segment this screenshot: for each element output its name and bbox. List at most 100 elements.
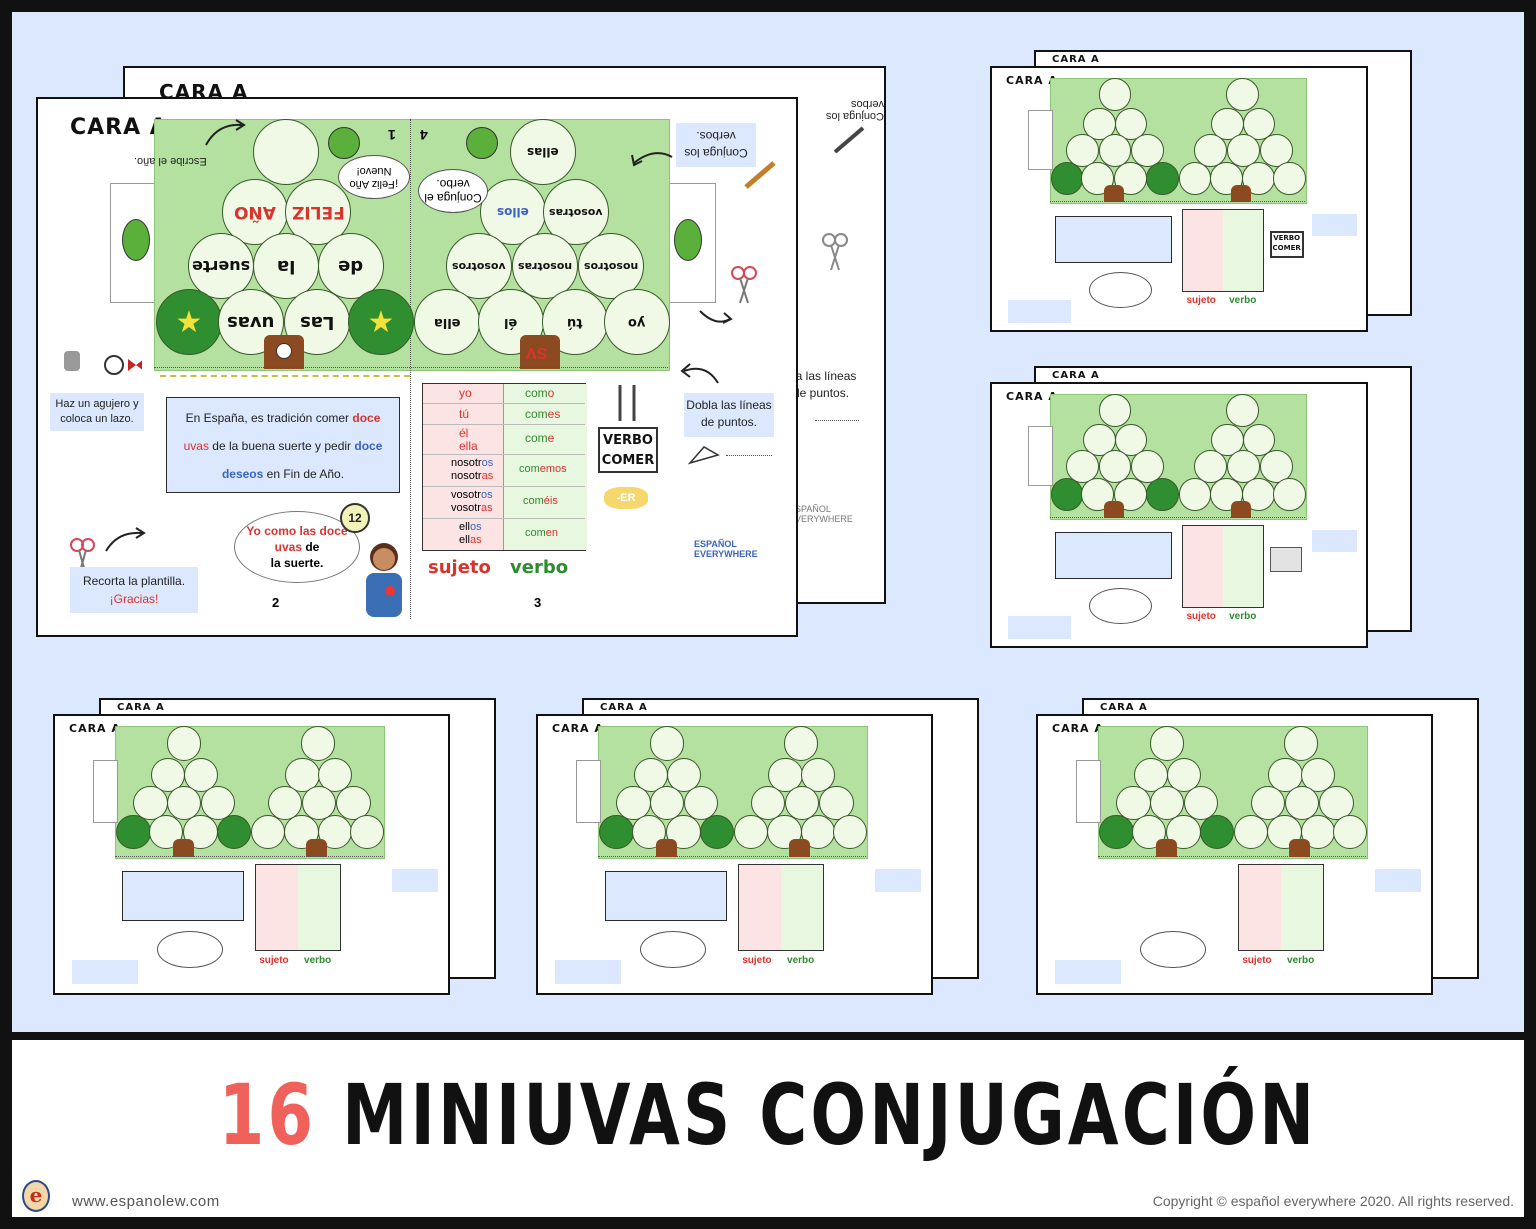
circle-ellas: ellas [510,119,576,185]
thumb-fold [1098,855,1367,857]
sv-label: SV [526,344,548,361]
page-number-4: 4 [420,127,428,143]
thumb-circle [1332,814,1368,850]
star-circle-right: ★ [348,289,414,355]
circle-yo: yo [604,289,670,355]
thumb-info-box [1055,215,1172,264]
title-number: 16 [218,1066,317,1164]
thumb-circle [1150,726,1185,761]
thumb-sujeto: sujeto [1186,611,1216,623]
thumb-note [71,959,139,984]
thumb-trunk [655,838,677,857]
row-line [423,424,585,425]
thumb-note [554,959,622,984]
thumb-circle [616,785,651,821]
thumb-trunk [789,838,810,857]
arrow-to-fold [699,310,733,324]
page-number-2: 2 [272,595,280,610]
sujeto-label: sujeto [428,557,491,578]
thumb-trunk [1231,185,1251,202]
bug-mascot-flap-right [674,219,702,261]
thumb-trunk [172,838,194,857]
back-dobla-text: la las líneas de puntos. [793,369,857,400]
thumb-back-cara: CARA A [1052,54,1100,65]
thumb-back-cara: CARA A [117,702,165,713]
thumb-trunk [306,838,327,857]
thumb-subj-col [256,864,298,951]
thumb-circle [301,785,337,821]
verb-column [503,384,587,550]
thumb-table [1182,524,1264,609]
thumb-back-cara: CARA A [1100,702,1148,713]
circle-nosotras: nosotras [512,233,578,299]
thumb-back-cara: CARA A [600,702,648,713]
thumb-circle [300,726,336,761]
thumb-circle [599,814,634,850]
website-url[interactable]: www.espanolew.com [72,1193,220,1210]
thumb-flap-left [92,759,119,824]
thumb-sujeto: sujeto [1186,295,1216,307]
left-trunk-hole [276,343,292,359]
thumb-trunk [1155,838,1177,857]
thumb-circle [1099,814,1134,850]
thumb-circle [349,814,385,850]
thumb-circle [832,814,868,850]
thumb-subj-col [1183,209,1224,292]
recorta-text: Recorta la plantilla. [82,574,186,588]
row-line [423,486,585,487]
thumb-info-box [604,871,727,922]
thumb-fold [1049,200,1305,202]
thumb-verb-col [297,864,340,951]
arrow-to-conjuga [631,152,673,167]
thumb-circle [1284,785,1320,821]
new-year-bubble: ¡Feliz Año Nuevo! [338,155,410,199]
thumb-verbo: verbo [304,954,332,966]
verbo-label: verbo [510,557,569,578]
circle-de: de [318,233,384,299]
verbo-line1: VERBO [603,433,653,448]
girl-illustration [366,543,402,617]
thumb-girl-bubble [640,930,706,969]
thumb-circle [784,785,820,821]
thumb-circle [1145,162,1179,195]
thumb-table [738,863,824,952]
table-divider [503,384,504,550]
thumb-info-box [121,871,244,922]
thumb-verb-col [1223,525,1263,608]
thumb-note [391,869,439,893]
main-sheet: CARA A 1 4 AÑO FELIZ suerte la de ★ uvas… [36,97,798,637]
thumb-circle [819,785,854,821]
dobla-dotted-line [726,455,772,456]
thumb-note [874,869,922,893]
page-number-1: 1 [388,127,396,143]
back-brand: ESPAÑOL EVERYWHERE [789,504,853,524]
thumb-circle [267,785,302,821]
thumb-circle [1098,134,1132,168]
gracias-text: ¡Gracias! [109,592,159,606]
row-line [423,454,585,455]
thumb-circle [1199,814,1234,850]
thumb-circle [1098,393,1132,427]
main-title: 16 MINIUVAS CONJUGACIÓN [169,1066,1367,1164]
thumb-circle [116,814,151,850]
thumb-note [1312,529,1358,552]
thumb-circle [200,785,236,821]
haz-agujero-note: Haz un agujero y coloca un lazo. [50,393,144,431]
thumb-circle [167,785,202,821]
thumb-note [1054,959,1122,984]
thumb-girl-bubble [1089,588,1152,625]
scissors-icon-right [731,266,757,304]
thumb-note [1312,213,1358,236]
blank-year-circle[interactable] [253,119,319,185]
thumb-circle [1259,450,1293,484]
badge-12: 12 [340,503,370,533]
thumb-info-box [1055,531,1172,580]
thumb-verb-col [1223,209,1263,292]
thumb-circle [699,814,734,850]
